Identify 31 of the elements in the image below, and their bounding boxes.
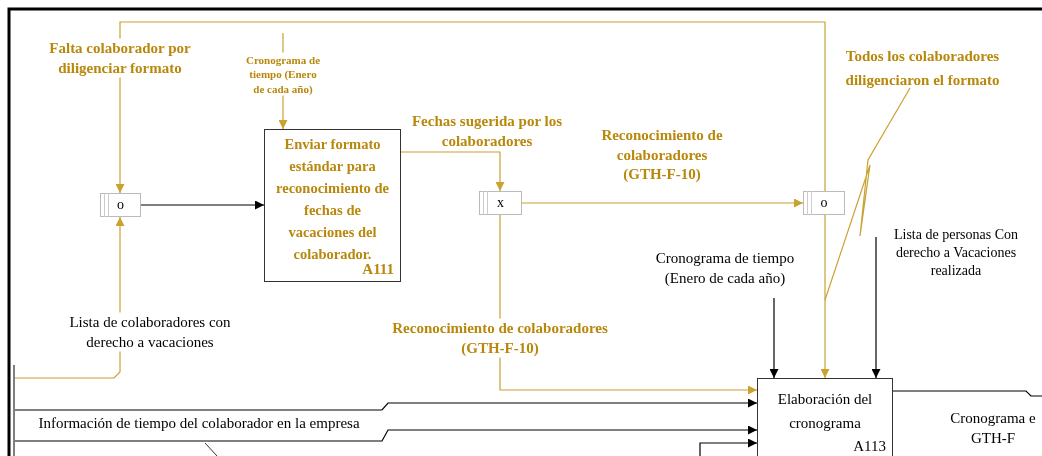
- arrow: [820, 214, 830, 379]
- connector-line: [892, 390, 1042, 397]
- edge-label: Información de tiempo del colaborador en la empresa: [37, 414, 361, 434]
- junction-label: x: [497, 195, 504, 211]
- arrow: [115, 21, 826, 194]
- junction-box: [100, 193, 141, 217]
- arrow: [769, 297, 779, 379]
- process-id: A113: [853, 437, 886, 456]
- junction-box: [479, 191, 522, 215]
- arrow: [400, 151, 505, 192]
- junction-box: [803, 191, 845, 215]
- leader-line: [824, 87, 911, 301]
- process-box: [264, 129, 401, 282]
- arrow: [14, 425, 758, 442]
- annotation-text: Todos los colaboradores diligenciaron el formato: [825, 44, 1020, 88]
- edge-label: Reconocimiento de colaboradores (GTH-F-10): [600, 125, 724, 184]
- edge-label: Fechas sugerida por los colaboradores: [410, 111, 564, 150]
- arrow: [14, 398, 758, 411]
- edge-label: Cronograma de tiempo (Enero de cada año): [244, 52, 322, 96]
- arrow: [521, 198, 804, 208]
- junction-label: o: [820, 195, 828, 211]
- arrow: [499, 214, 758, 395]
- edge-label: Cronograma de tiempo (Enero de cada año): [654, 248, 796, 288]
- arrow: [871, 236, 881, 379]
- edge-label: Cronograma e GTH-F: [949, 408, 1037, 447]
- arrow: [140, 200, 265, 210]
- process-box: [757, 378, 893, 456]
- edge-label: Lista de personas Con derecho a Vacaciones realizada: [893, 225, 1019, 281]
- process-title: Elaboración del cronograma: [776, 390, 874, 433]
- junction-label: o: [117, 197, 124, 213]
- arrow: [699, 438, 758, 456]
